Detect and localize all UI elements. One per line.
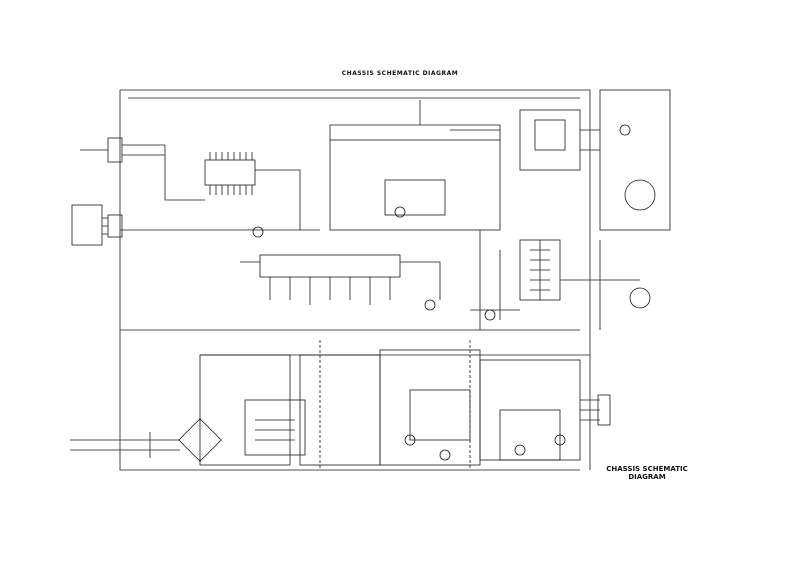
ic-middle	[259, 254, 401, 278]
corner-title: CHASSIS SCHEMATIC DIAGRAM	[606, 465, 688, 481]
diagram-title: CHASSIS SCHEMATIC DIAGRAM	[341, 70, 459, 77]
ic-top-left	[204, 159, 256, 186]
